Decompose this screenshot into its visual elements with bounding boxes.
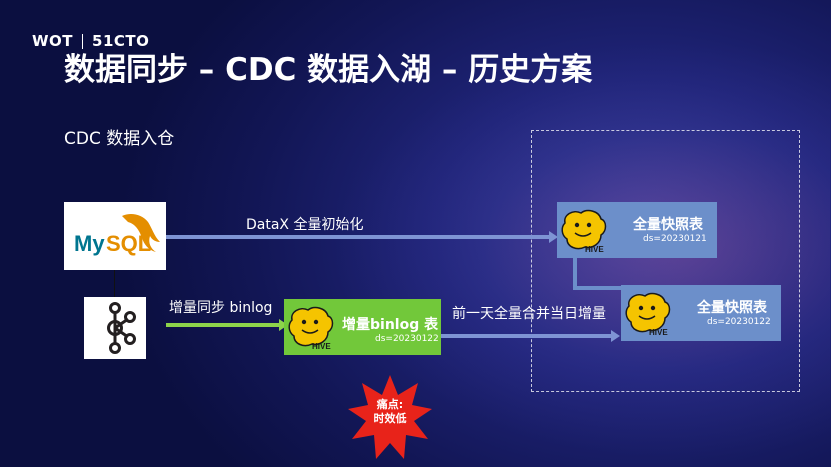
mysql-logo-sql: SQL — [106, 231, 151, 256]
mysql-kafka-connector — [114, 270, 115, 297]
hive-logo-icon: HIVE — [288, 306, 334, 350]
binlog-table-node: HIVE 增量binlog 表 ds=20230122 — [284, 299, 441, 355]
binlog-table-title: 增量binlog 表 — [342, 317, 439, 333]
hive-logo-icon: HIVE — [625, 292, 671, 336]
binlog-table-ds: ds=20230122 — [375, 334, 439, 344]
pain-point-line2: 时效低 — [373, 412, 407, 425]
hive-logo-label: HIVE — [312, 342, 331, 350]
mysql-logo-icon: My SQL — [74, 214, 160, 256]
logo-separator — [82, 33, 84, 49]
logo-51cto: 51CTO — [92, 32, 150, 50]
binlog-arrow-head — [279, 319, 288, 331]
snapshot-vertical-connector — [573, 258, 577, 290]
slide-title: 数据同步 – CDC 数据入湖 – 历史方案 — [64, 52, 593, 88]
warehouse-dashed-boundary — [531, 130, 800, 392]
hive-logo-label: HIVE — [649, 328, 668, 336]
datax-edge-label: DataX 全量初始化 — [246, 217, 364, 233]
hive-logo-label: HIVE — [585, 245, 604, 253]
full-snapshot-new-title: 全量快照表 — [697, 300, 767, 316]
slide-subtitle: CDC 数据入仓 — [64, 129, 175, 149]
full-snapshot-table-20230121: HIVE 全量快照表 ds=20230121 — [557, 202, 717, 258]
full-snapshot-old-ds: ds=20230121 — [643, 234, 707, 244]
merge-arrow-head — [611, 330, 620, 342]
kafka-node — [84, 297, 146, 359]
full-snapshot-new-ds: ds=20230122 — [707, 317, 771, 327]
mysql-source-node: My SQL — [64, 202, 166, 270]
binlog-edge-label: 增量同步 binlog — [169, 300, 273, 316]
kafka-logo-icon — [107, 302, 136, 354]
hive-logo-icon: HIVE — [561, 209, 607, 253]
datax-edge-line — [166, 235, 551, 239]
full-snapshot-old-title: 全量快照表 — [633, 217, 703, 233]
logo-wot: WOT — [32, 32, 74, 50]
merge-edge-label: 前一天全量合并当日增量 — [452, 306, 606, 322]
pain-point-line1: 痛点: — [376, 398, 404, 411]
pain-point-star-icon — [348, 375, 432, 459]
datax-arrow-head — [549, 231, 558, 243]
conference-logo: WOT 51CTO — [32, 32, 149, 50]
snapshot-horizontal-connector — [573, 286, 623, 290]
full-snapshot-table-20230122: HIVE 全量快照表 ds=20230122 — [621, 285, 781, 341]
merge-edge-line — [441, 334, 613, 338]
mysql-logo-my: My — [74, 231, 105, 256]
pain-point-label: 痛点: 时效低 — [346, 398, 434, 426]
binlog-edge-line — [166, 323, 281, 327]
